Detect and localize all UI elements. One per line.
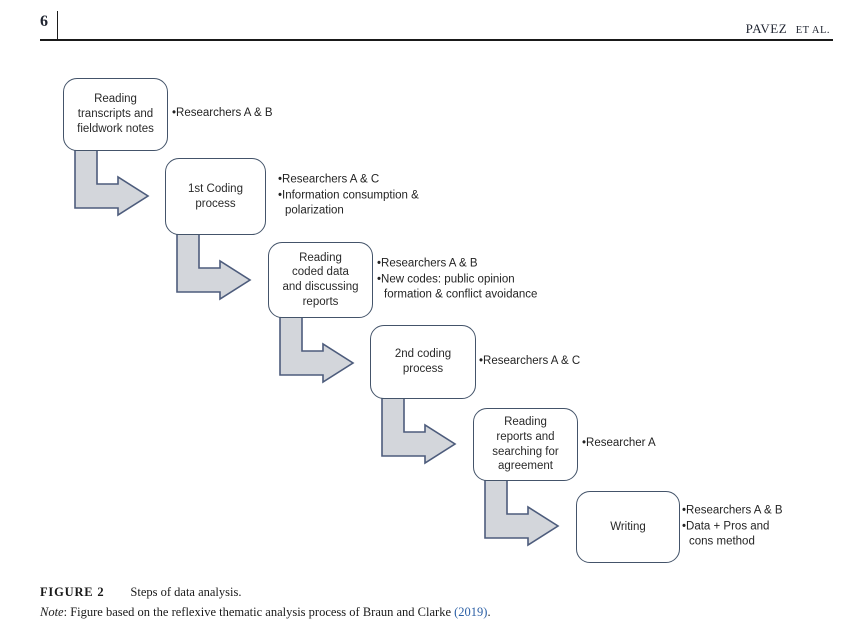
bullet-item: •Researchers A & B [172,107,273,120]
running-head-name: PAVEZ [745,21,788,36]
step-box-label: Reading transcripts and fieldwork notes [77,93,154,135]
bullet-item: •Researchers A & C [278,173,380,186]
figure-title: Steps of data analysis. [130,585,242,599]
step-box-label: Reading reports and searching for agreem… [492,416,559,473]
page-number: 6 [40,13,48,30]
note-body: : Figure based on the reflexive thematic… [63,605,455,619]
bullet-item: •Researchers A & B [377,257,478,270]
figure-label: FIGURE 2 [40,585,105,599]
step-box-label: Writing [610,520,646,533]
step-bullets-2: •Researchers A & C •Information consumpt… [278,173,419,220]
flow-arrow [74,149,150,217]
step-box-2: 1st Coding process [165,158,266,235]
citation-link[interactable]: (2019) [454,605,488,619]
running-head: PAVEZ ET AL. [746,20,830,38]
step-box-label: Reading coded data and discussing report… [282,251,359,308]
figure-caption-line: FIGURE 2 Steps of data analysis. [40,583,830,601]
flow-arrow [484,479,560,547]
bullet-item: •Data + Pros and cons method [682,520,770,548]
step-box-label: 1st Coding process [188,182,243,210]
step-bullets-3: •Researchers A & B •New codes: public op… [377,257,537,304]
step-bullets-5: •Researcher A [582,436,656,452]
bullet-item: •Researchers A & B [682,504,783,517]
bullet-item: •Researcher A [582,437,656,450]
step-bullets-1: •Researchers A & B [172,106,273,122]
step-box-1: Reading transcripts and fieldwork notes [63,78,168,151]
header-rule [40,39,833,41]
running-head-suffix: ET AL. [795,25,830,36]
figure-caption: FIGURE 2 Steps of data analysis. Note: Fi… [40,583,830,620]
header-divider [57,11,58,40]
step-bullets-4: •Researchers A & C [479,354,580,370]
note-prefix: Note [40,605,64,619]
step-box-label: 2nd coding process [394,348,452,375]
step-box-3: Reading coded data and discussing report… [268,242,373,318]
note-period: . [487,605,491,619]
step-box-6: Writing [576,491,680,563]
bullet-item: •New codes: public opinion formation & c… [377,273,538,301]
step-bullets-6: •Researchers A & B •Data + Pros and cons… [682,504,783,551]
step-box-5: Reading reports and searching for agreem… [473,408,578,481]
bullet-item: •Information consumption & polarization [278,189,419,217]
flow-arrow [381,397,457,465]
bullet-item: •Researchers A & C [479,355,581,368]
figure-note: Note: Figure based on the reflexive them… [40,605,830,620]
flow-arrow [176,233,252,301]
step-box-4: 2nd coding process [370,325,476,399]
flow-arrow [279,316,355,384]
